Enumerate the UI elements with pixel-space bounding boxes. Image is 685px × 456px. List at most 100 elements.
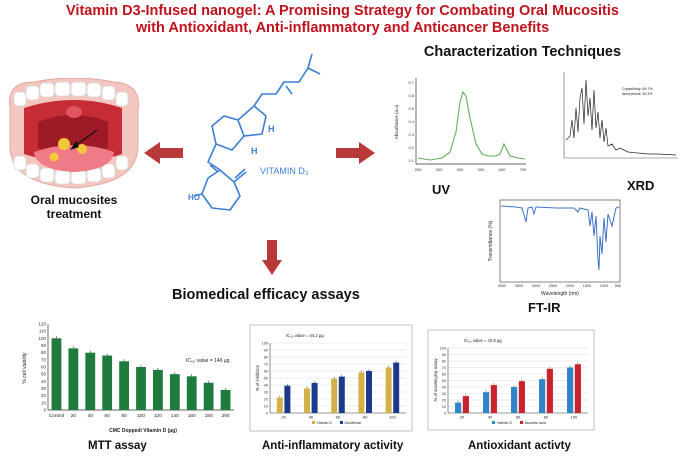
mtt-bar [220,389,231,410]
antioxidant-y-tick: 70 [442,366,446,370]
anti-inflammatory-y-tick: 10 [264,404,268,408]
mtt-y-tick: 80 [41,350,47,355]
ftir-x-tick: 1000 [600,284,608,288]
mtt-y-tick: 20 [41,393,47,398]
mtt-bar [68,348,79,410]
mtt-x-tick: 20 [71,413,77,419]
antioxidant-x-tick: 40 [488,415,493,420]
uv-x-tick: 200 [415,167,422,172]
mtt-bar [169,374,180,410]
arrow-down-icon [262,240,282,275]
uv-x-tick: 400 [457,167,464,172]
anti-inflammatory-annotation: IC₅₀ value = 44.2 µg [286,333,324,338]
mouth-caption-line-2: treatment [46,207,102,221]
antioxidant-bar [539,379,546,413]
ftir-spectrum-chart: Transmittance (%) 4000 3500 3000 2500 20… [488,199,621,297]
uv-y-tick: 0.1 [408,158,414,163]
anti-inflammatory-bar [366,371,372,413]
antioxidant-y-tick: 50 [442,379,446,383]
mtt-x-tick: 80 [121,413,127,419]
mtt-y-tick: 70 [41,357,47,362]
mtt-y-tick: 40 [41,379,47,384]
mtt-y-tick: 100 [38,336,46,341]
ftir-caption: FT-IR [528,300,561,315]
antioxidant-y-tick: 60 [442,372,446,376]
mtt-bar [203,382,214,410]
anti-inflammatory-y-label: % of inhibition [255,364,260,391]
antioxidant-legend-swatch [492,421,495,424]
efficacy-title: Biomedical efficacy assays [172,287,360,303]
vitamin-d3-label: VITAMIN D₃ [260,166,309,176]
antioxidant-bar [567,367,574,413]
main-title-line-2: with Antioxidant, Anti-inflammatory and … [135,20,550,36]
antioxidant-bar [462,396,469,413]
oral-mucositis-illustration [9,78,139,189]
antioxidant-legend-label: Vitamin D [497,421,513,425]
mtt-bar [119,361,129,410]
xrd-legend-item: Crystallinity: 69.7% [622,87,653,91]
anti-inflammatory-x-tick: 80 [363,415,368,420]
mtt-x-tick: Control [49,413,64,419]
antioxidant-x-tick: 80 [544,415,549,420]
antioxidant-y-tick: 10 [442,405,446,409]
uv-x-tick: 700 [520,167,527,172]
anti-inflammatory-bar [284,385,291,413]
mtt-x-tick: 180 [205,413,213,419]
antioxidant-bar [455,402,462,413]
anti-inflammatory-bar [304,388,310,413]
antioxidant-x-tick: 60 [516,415,521,420]
mtt-y-tick: 10 [41,400,47,405]
uv-y-tick: 0.3 [408,132,414,137]
mtt-x-tick: 100 [137,413,145,419]
antioxidant-bar [490,385,497,413]
mtt-y-tick: 110 [39,329,47,334]
mouth-caption-line-1: Oral mucosites [30,193,118,207]
ftir-y-label: Transmittance (%) [488,220,494,261]
anti-inflammatory-y-tick: 80 [264,355,268,359]
uv-x-tick: 500 [478,167,485,172]
anti-inflammatory-caption: Anti-inflammatory activity [262,440,404,452]
anti-inflammatory-y-tick: 100 [262,341,268,345]
uv-y-tick: 0.2 [408,145,414,150]
antioxidant-bar [511,387,518,413]
antioxidant-legend-label: Ascorbic acid [525,421,546,425]
xrd-legend-item: Amorphous: 30.3% [622,92,653,96]
uv-x-tick: 300 [436,167,443,172]
mtt-x-tick: 200 [222,413,230,419]
anti-inflammatory-x-tick: 100 [389,415,396,420]
vitamin-d3-structure: H H HO VITAMIN D₃ [188,53,321,211]
anti-inflammatory-y-tick: 50 [264,376,268,380]
xrd-pattern-chart: Crystallinity: 69.7% Amorphous: 30.3% [563,72,678,159]
anti-inflammatory-bar [276,397,283,413]
h-label-lower: H [251,146,258,156]
mtt-x-tick: 140 [171,413,179,419]
uv-x-tick: 600 [499,167,506,172]
antioxidant-y-tick: 90 [442,353,446,357]
anti-inflammatory-bar [393,362,400,413]
anti-inflammatory-y-tick: 40 [264,383,268,387]
arrow-left-icon [144,142,183,164]
anti-inflammatory-x-tick: 20 [281,415,286,420]
anti-inflammatory-y-tick: 60 [264,369,268,373]
uv-caption: UV [432,182,451,197]
mtt-bar [85,352,96,410]
h-label-upper: H [268,124,275,134]
antioxidant-y-tick: 30 [442,392,446,396]
anti-inflammatory-x-tick: 60 [336,415,341,420]
mtt-y-tick: 0 [43,408,46,413]
mtt-y-tick: 50 [41,372,47,377]
anti-inflammatory-bar [338,376,345,413]
antioxidant-annotation: IC₅₀ value = 42.8 µg [464,338,502,343]
mtt-x-label: CMC Doppedi Vitamin D (µg) [109,428,177,434]
antioxidant-y-tick: 40 [442,385,446,389]
antioxidant-bar [546,368,553,413]
uv-y-tick: 0.5 [408,106,414,111]
antioxidant-y-tick: 100 [440,346,446,350]
anti-inflammatory-legend-swatch [340,421,343,424]
ftir-x-tick: 500 [615,284,621,288]
mtt-caption: MTT assay [88,440,147,452]
antioxidant-bar [518,381,525,413]
mtt-y-label: % cell viability [22,352,28,384]
antioxidant-bar-chart: % of scavenging assay IC₅₀ value = 42.8 … [427,329,595,431]
antioxidant-y-tick: 80 [442,359,446,363]
